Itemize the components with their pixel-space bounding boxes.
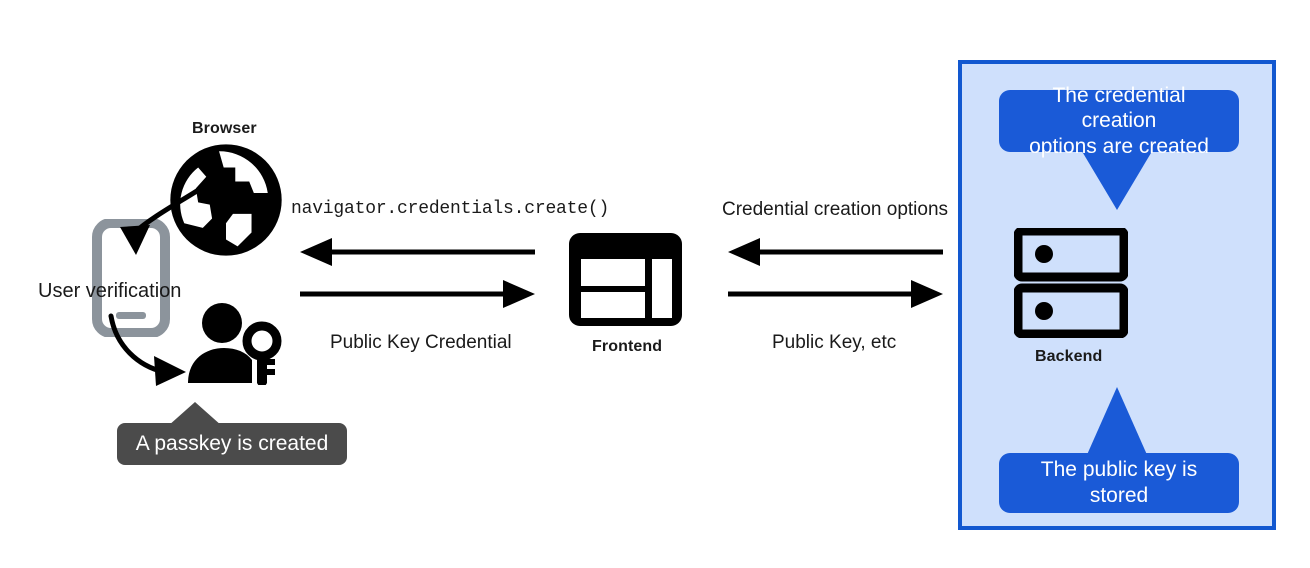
arrow-backend-to-frontend [728, 238, 943, 266]
passkey-tooltip-tail [168, 402, 222, 426]
callout-top-tail [1080, 148, 1154, 210]
arrow-browser-to-phone [120, 186, 203, 255]
callout-credential-creation-options [999, 90, 1239, 152]
user-with-key-icon [186, 303, 284, 391]
passkey-tooltip-text: A passkey is created [135, 432, 329, 455]
globe-icon [168, 142, 284, 258]
smartphone-icon [92, 218, 170, 338]
arrow-frontend-to-browser [300, 238, 535, 266]
browser-label: Browser [192, 120, 257, 137]
callout-bottom-tail [1086, 387, 1148, 457]
label-navigator-credentials-create: navigator.credentials.create() [291, 199, 610, 219]
window-layout-icon [568, 232, 683, 327]
label-public-key-credential: Public Key Credential [330, 332, 512, 353]
callout-bottom-text-1: The public key is [1040, 458, 1198, 482]
passkey-tooltip: A passkey is created [117, 423, 347, 465]
user-verification-label: User verification [38, 280, 182, 302]
arrow-frontend-to-backend [728, 280, 943, 308]
arrow-phone-to-user [108, 313, 186, 386]
backend-label: Backend [1035, 348, 1103, 365]
callout-bottom-text-2: stored [1089, 484, 1149, 507]
label-credential-creation-options: Credential creation options [722, 199, 949, 220]
label-public-key-etc: Public Key, etc [772, 332, 897, 353]
frontend-label: Frontend [592, 338, 663, 355]
arrow-browser-to-frontend [300, 280, 535, 308]
callout-public-key-stored: The public key is stored [999, 453, 1239, 513]
server-rack-icon [1013, 226, 1129, 339]
